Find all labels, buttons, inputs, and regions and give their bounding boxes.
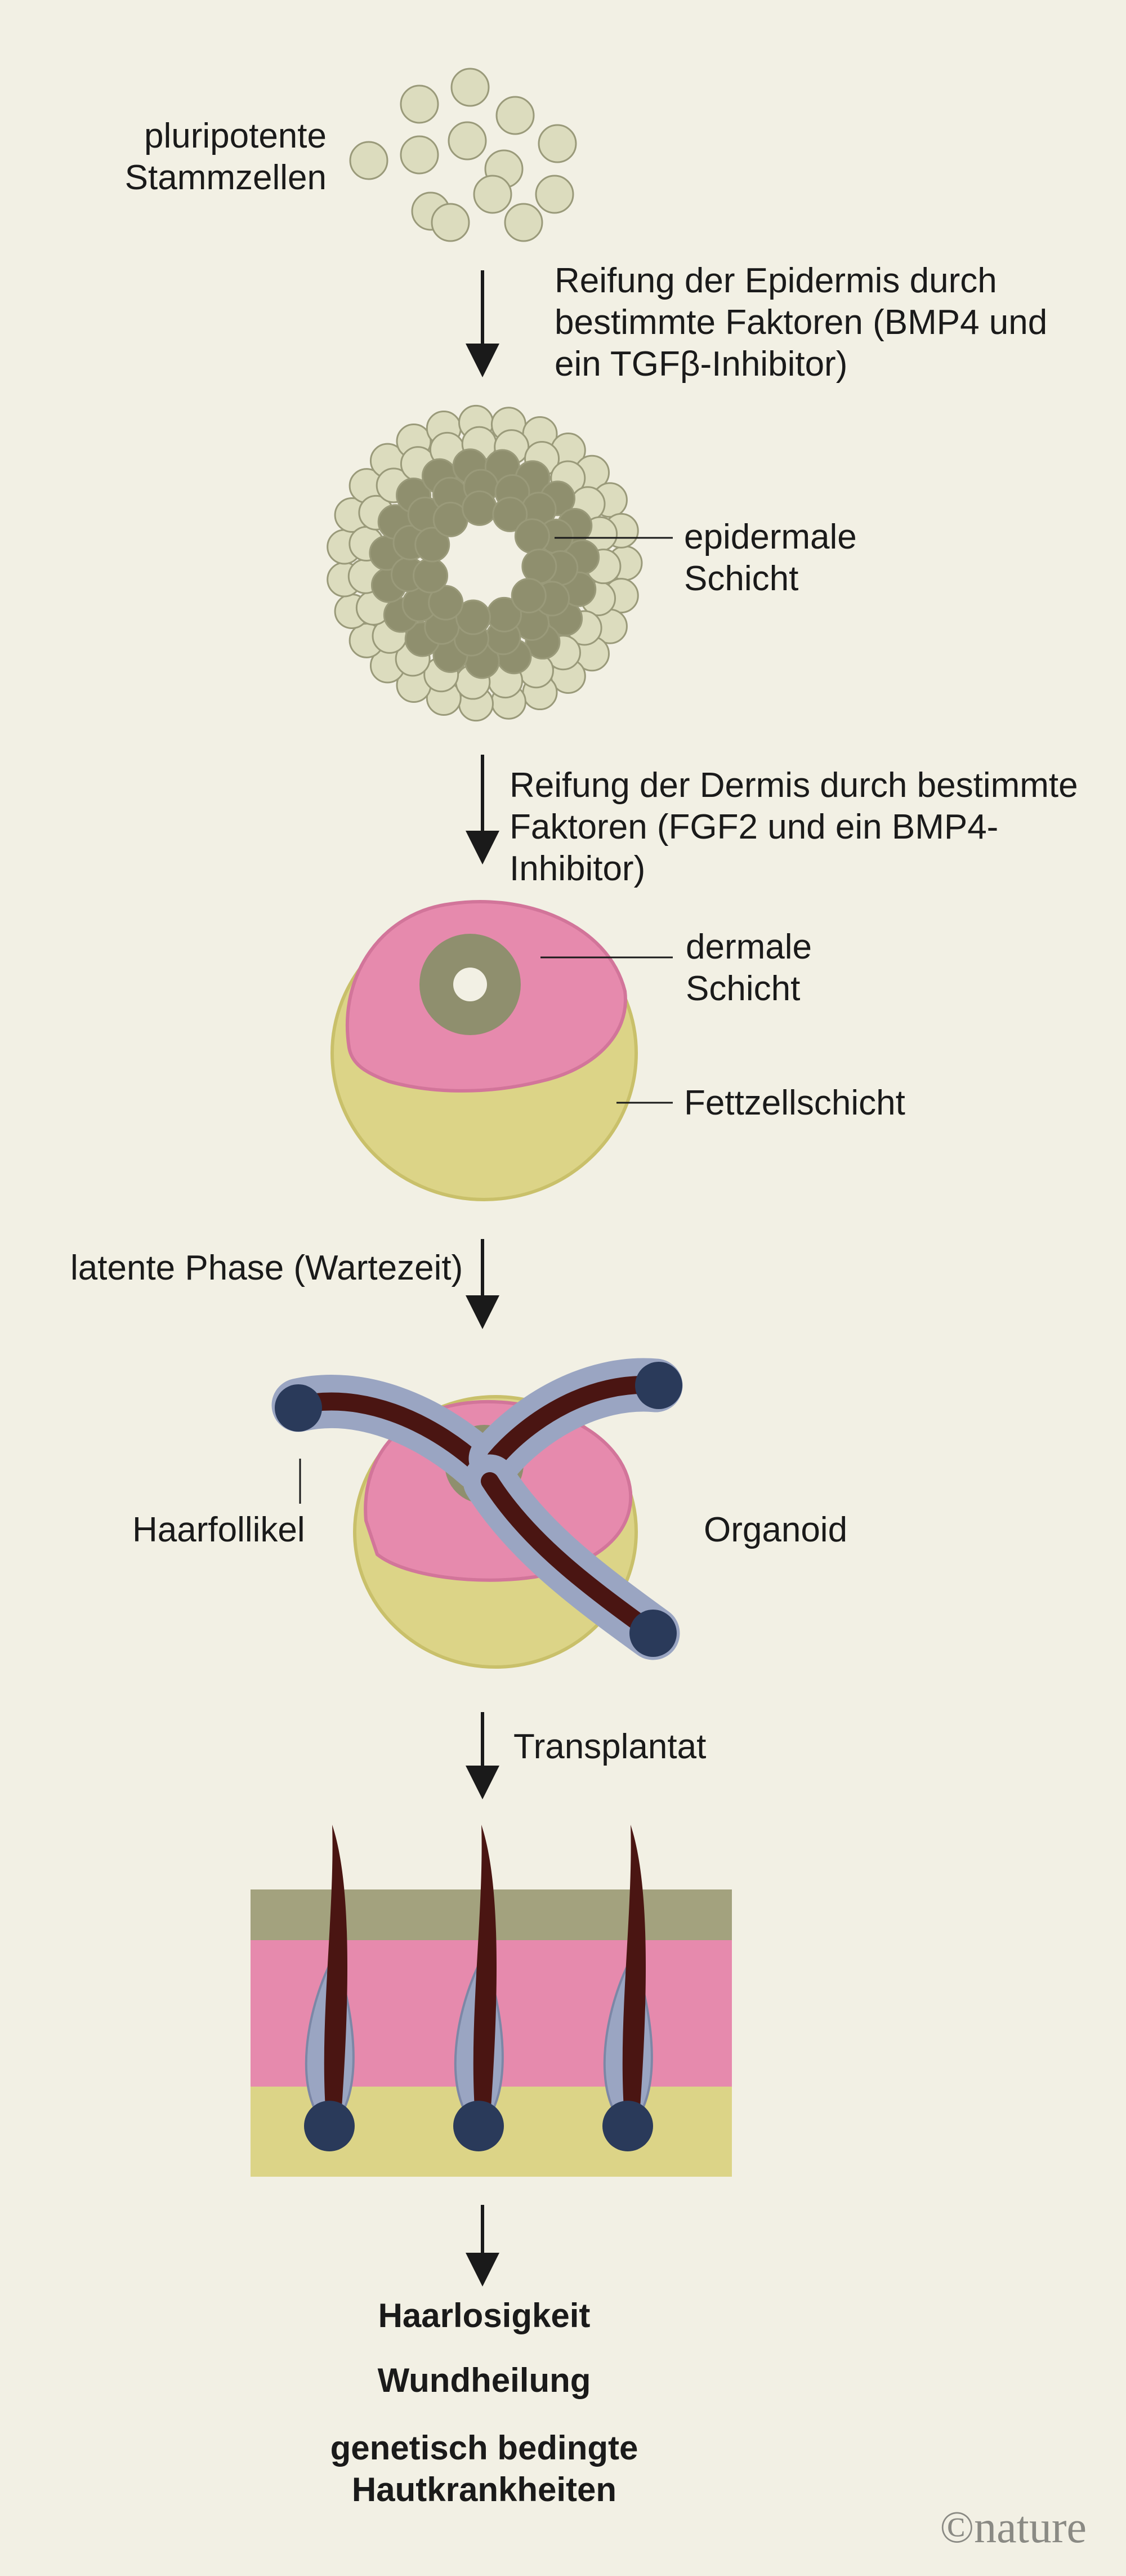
nature-logo: ©nature [940, 2503, 1087, 2552]
label-stem-cells: pluripotente Stammzellen [124, 117, 327, 197]
hair-shaft [473, 1825, 497, 2123]
label-transplant: Transplantat [513, 1727, 707, 1766]
label-step1: Reifung der Epidermis durch bestimmte Fa… [555, 261, 1048, 384]
hair-shaft [324, 1825, 347, 2123]
organoid-with-follicles [271, 1358, 683, 1669]
stem-cell [535, 175, 574, 214]
hair-bulb [304, 2101, 355, 2151]
hair-shaft [622, 1825, 646, 2123]
stem-cell [400, 135, 439, 175]
epidermis-ring-cluster [327, 404, 643, 722]
label-epidermal: epidermale Schicht [684, 518, 857, 598]
epidermal-cell [455, 599, 491, 635]
stem-cell [538, 124, 577, 163]
epidermal-cell [462, 490, 498, 526]
hair-bulb [453, 2101, 504, 2151]
epidermal-cell [413, 558, 449, 594]
label-step2: Reifung der Dermis durch bestimmte Fakto… [510, 766, 1078, 888]
epidermal-cell [414, 527, 450, 563]
outcome-genetic: genetisch bedingte Hautkrankheiten [330, 2429, 638, 2508]
stem-cell [495, 96, 535, 135]
stem-cells-cluster [349, 68, 577, 242]
label-dermal: dermale Schicht [686, 928, 812, 1008]
outcome-hair-loss: Haarlosigkeit [378, 2297, 591, 2334]
stem-cell [450, 68, 490, 107]
epidermal-cell [514, 518, 550, 554]
epidermal-cell [428, 585, 464, 621]
stem-cell [448, 121, 487, 161]
graft-follicles [304, 1825, 653, 2151]
stem-cell [349, 141, 388, 180]
dermis-sphere [330, 899, 638, 1201]
label-organoid: Organoid [704, 1510, 848, 1549]
hair-bulb [602, 2101, 653, 2151]
outcome-wound: Wundheilung [377, 2361, 591, 2399]
label-fat: Fettzellschicht [684, 1084, 905, 1122]
label-latent: latente Phase (Wartezeit) [70, 1249, 463, 1287]
stem-cell [400, 84, 439, 124]
stem-cell [473, 175, 512, 214]
epidermal-cell [511, 578, 547, 614]
label-follicle: Haarfollikel [132, 1510, 305, 1549]
stem-cell [431, 203, 470, 242]
epidermal-cell [492, 496, 528, 532]
stem-cell [504, 203, 543, 242]
